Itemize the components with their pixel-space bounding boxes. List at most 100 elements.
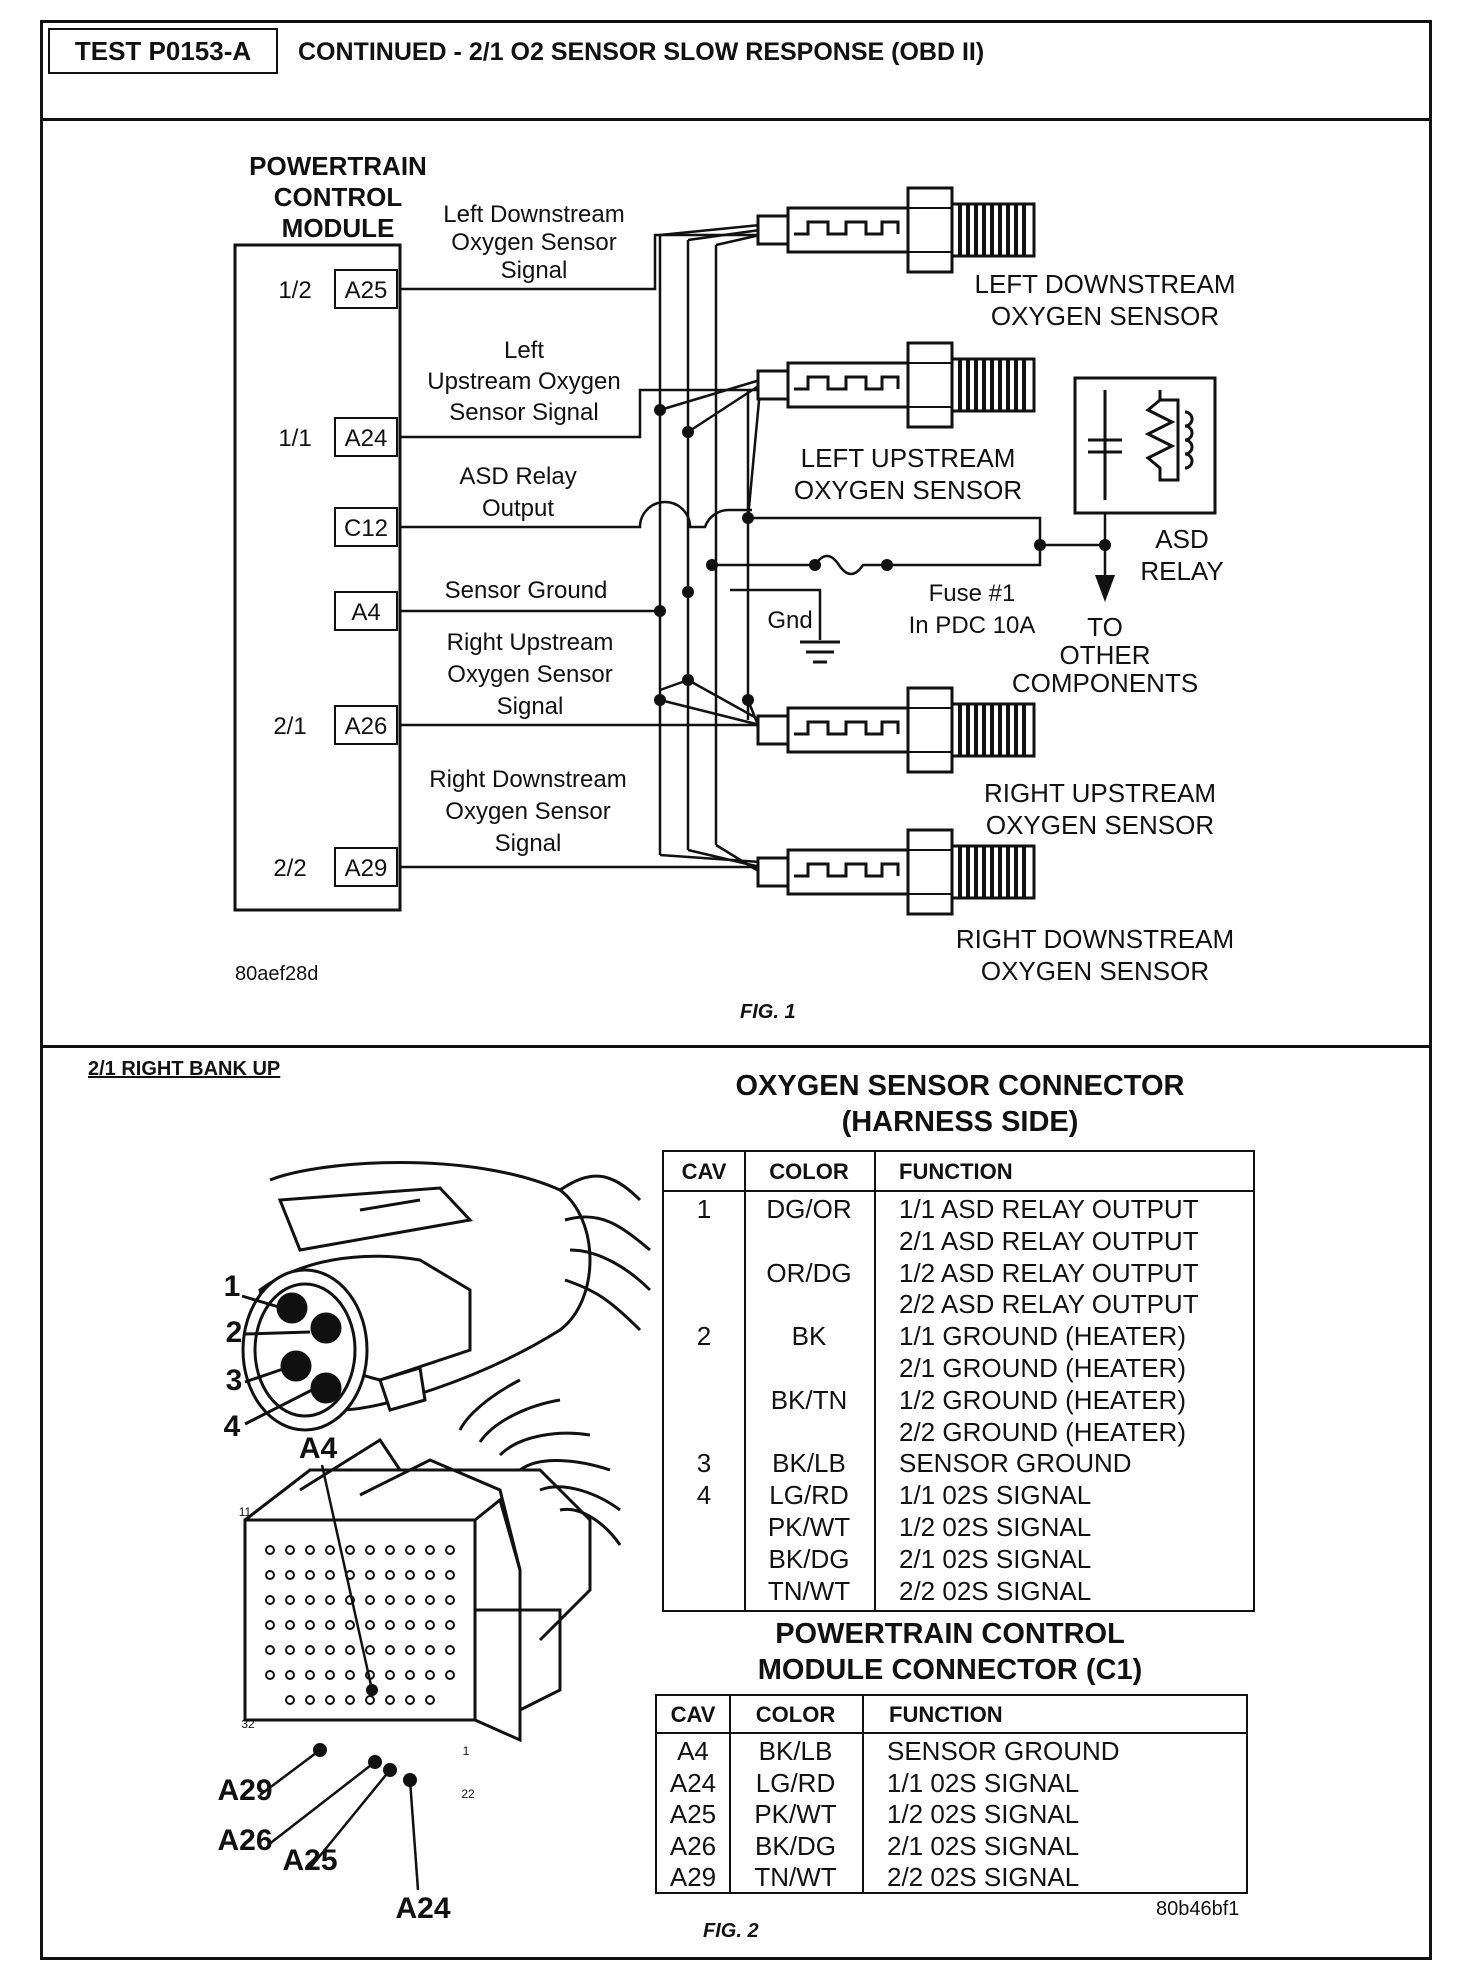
pcm-cell-color: PK/WT xyxy=(754,1799,837,1829)
o2-cell-function: 2/1 02S SIGNAL xyxy=(899,1543,1092,1574)
wire-label-left-up-2: Upstream Oxygen xyxy=(427,368,620,395)
fig2-code: 80b46bf1 xyxy=(1156,1898,1240,1920)
left-upstream-sensor xyxy=(756,341,1036,429)
pcm-small-label-22: 22 xyxy=(461,1787,475,1801)
asd-relay-box xyxy=(1073,376,1217,515)
pcm-small-label-11: 11 xyxy=(239,1505,252,1519)
o2-cell-function: 2/2 ASD RELAY OUTPUT xyxy=(899,1289,1199,1320)
header-divider xyxy=(40,118,1432,121)
pin-c12-label: C12 xyxy=(344,515,388,542)
o2-cell-color: PK/WT xyxy=(767,1512,851,1542)
pcm-cell-function: 2/2 02S SIGNAL xyxy=(887,1862,1080,1892)
page-frame xyxy=(40,20,1432,1960)
pin-a26-label: A26 xyxy=(345,713,388,740)
fig2-caption: FIG. 2 xyxy=(703,1920,759,1942)
o2-connector-drawing xyxy=(241,1161,652,1432)
o2-header-function: FUNCTION xyxy=(899,1159,1013,1184)
callout-a29: A29 xyxy=(217,1774,272,1807)
pcm-cell-color: BK/DG xyxy=(755,1830,836,1861)
sensor-label-left-down-1: LEFT DOWNSTREAM xyxy=(975,269,1236,299)
pcm-cell-cav: A26 xyxy=(669,1830,717,1861)
wiring-diagram: POWERTRAIN CONTROL MODULE A25 1/2 A24 1/… xyxy=(233,151,1236,1023)
o2-header-color: COLOR xyxy=(769,1159,849,1184)
pcm-cell-function: 1/1 02S SIGNAL xyxy=(887,1767,1080,1798)
wire-label-right-up-3: Signal xyxy=(497,693,564,720)
o2-table-row: 2/2 GROUND (HEATER) xyxy=(664,1415,1253,1447)
to-other-label-2: OTHER xyxy=(1060,640,1151,670)
fuse-label-1: Fuse #1 xyxy=(929,580,1016,607)
sensor-label-right-up-1: RIGHT UPSTREAM xyxy=(984,778,1216,808)
pcm-cell-cav: A24 xyxy=(669,1767,717,1798)
page-title: CONTINUED - 2/1 O2 SENSOR SLOW RESPONSE … xyxy=(298,38,985,66)
pcm-label-3: MODULE xyxy=(282,213,395,243)
ground-symbol xyxy=(800,640,840,664)
o2-cell-function: 2/2 GROUND (HEATER) xyxy=(899,1416,1186,1447)
o2-pin-label-1: 1 xyxy=(224,1270,241,1303)
o2-cell-color: DG/OR xyxy=(766,1194,852,1224)
wire-label-right-down-1: Right Downstream xyxy=(429,766,626,793)
fuse-label-2: In PDC 10A xyxy=(909,612,1036,639)
pcm-cell-cav: A29 xyxy=(669,1862,717,1892)
o2-header-cav: CAV xyxy=(681,1159,727,1184)
pin-a24-side: 1/1 xyxy=(278,425,311,452)
o2-table-row: TN/WT 2/2 02S SIGNAL xyxy=(664,1574,1253,1606)
pin-a24: A24 1/1 xyxy=(278,417,398,457)
o2-cell-function: 2/1 GROUND (HEATER) xyxy=(899,1353,1186,1383)
pcm-small-label-1: 1 xyxy=(463,1744,470,1758)
pin-a25-label: A25 xyxy=(345,277,388,304)
pcm-label-2: CONTROL xyxy=(274,182,403,212)
o2-cell-color: LG/RD xyxy=(769,1480,849,1511)
pcm-connector-drawing xyxy=(243,1378,622,1743)
o2-cell-color: TN/WT xyxy=(767,1575,851,1606)
pin-a4: A4 xyxy=(334,591,398,631)
pin-a29: A29 2/2 xyxy=(273,847,398,887)
connector-drawings: 1 2 3 4 xyxy=(217,1161,652,1925)
to-other-arrow xyxy=(1095,575,1115,602)
right-upstream-sensor xyxy=(756,686,1036,774)
o2-cell-cav: 1 xyxy=(696,1194,712,1224)
pcm-cell-cav: A25 xyxy=(669,1799,717,1829)
o2-cell-function: 1/2 GROUND (HEATER) xyxy=(899,1384,1186,1415)
pcm-label-1: POWERTRAIN xyxy=(249,151,427,181)
wire-label-right-down-3: Signal xyxy=(495,830,562,857)
o2-pin-label-4: 4 xyxy=(224,1410,241,1443)
pcm-header-function: FUNCTION xyxy=(889,1702,1003,1727)
pin-a25: A25 1/2 xyxy=(278,269,398,309)
pcm-cell-cav: A4 xyxy=(677,1736,709,1766)
wire-label-asd-2: Output xyxy=(482,495,554,522)
pcm-cell-function: SENSOR GROUND xyxy=(887,1736,1120,1766)
pcm-cell-color: TN/WT xyxy=(754,1862,837,1892)
pcm-connector-title-1: POWERTRAIN CONTROL xyxy=(775,1618,1125,1650)
o2-cell-cav: 4 xyxy=(696,1480,712,1511)
to-other-label-3: COMPONENTS xyxy=(1012,668,1198,698)
o2-cell-color: BK xyxy=(791,1321,827,1352)
pcm-connector-title-2: MODULE CONNECTOR (C1) xyxy=(757,1654,1143,1686)
sensor-label-right-down-2: OXYGEN SENSOR xyxy=(981,956,1209,986)
asd-relay-label-2: RELAY xyxy=(1140,556,1223,586)
pin-a26: A26 2/1 xyxy=(273,705,398,745)
o2-table-row: 2/1 GROUND (HEATER) xyxy=(664,1351,1253,1383)
figure-divider xyxy=(40,1045,1432,1048)
o2-cell-function: 1/2 ASD RELAY OUTPUT xyxy=(899,1257,1199,1288)
wire-label-right-up-2: Oxygen Sensor xyxy=(447,661,612,688)
pcm-table-row: A29 TN/WT 2/2 02S SIGNAL xyxy=(657,1860,1246,1892)
pcm-cell-color: LG/RD xyxy=(755,1767,836,1798)
callout-a25: A25 xyxy=(282,1844,337,1877)
o2-connector-title-1: OXYGEN SENSOR CONNECTOR xyxy=(735,1070,1185,1102)
wire-label-left-up-3: Sensor Signal xyxy=(449,399,598,426)
right-downstream-sensor xyxy=(756,828,1036,916)
fig2-subtitle: 2/1 RIGHT BANK UP xyxy=(88,1058,281,1080)
o2-cell-function: 2/2 02S SIGNAL xyxy=(899,1575,1092,1606)
o2-table-row: 2/2 ASD RELAY OUTPUT xyxy=(664,1287,1253,1319)
o2-cell-function: 2/1 ASD RELAY OUTPUT xyxy=(899,1225,1199,1256)
gnd-label: Gnd xyxy=(767,607,812,634)
o2-cell-color: BK/LB xyxy=(772,1448,846,1479)
